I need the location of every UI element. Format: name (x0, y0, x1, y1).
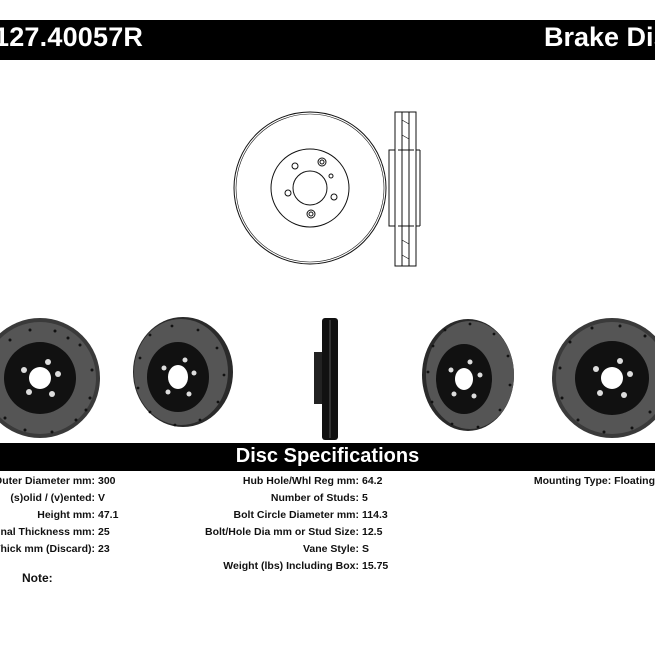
note-label: Note: (22, 571, 53, 585)
spec-row: Outer Diameter mm: 300 (0, 473, 655, 490)
spec-row: Weight (lbs) Including Box: 15.75 (0, 558, 655, 575)
spec-label: Height mm: (37, 509, 95, 521)
spec-label: Outer Diameter mm: (0, 475, 95, 487)
spec-label: Nominal Thickness mm: (0, 526, 95, 538)
spec-value: V (98, 492, 106, 504)
spec-label: Vane Style: (302, 543, 359, 555)
spec-row: (s)olid / (v)ented: V (0, 490, 655, 507)
technical-drawing-side-view (388, 111, 421, 267)
rotor-photo-1 (0, 318, 100, 438)
spec-label: (s)olid / (v)ented: (10, 492, 95, 504)
spec-value: 5 (362, 492, 368, 504)
spec-label: Mounting Type: Floating (533, 475, 655, 487)
spec-value: 15.75 (362, 560, 389, 572)
rotor-photo-4 (422, 319, 514, 431)
spec-row: Hub Hole/Whl Reg mm: 64.2 (0, 473, 655, 490)
spec-value: S (362, 543, 370, 555)
spec-row: Nominal Thickness mm: 25 (0, 524, 655, 541)
spec-value: 300 (98, 475, 116, 487)
rotor-photo-2 (133, 317, 233, 427)
spec-row: Mounting Type: Floating (0, 473, 655, 490)
spec-row: Vane Style: S (0, 541, 655, 558)
spec-row: Bolt/Hole Dia mm or Stud Size: 12.5 (0, 524, 655, 541)
spec-label: Hub Hole/Whl Reg mm: (242, 475, 359, 487)
spec-label: Bolt/Hole Dia mm or Stud Size: (204, 526, 359, 538)
spec-value: 12.5 (362, 526, 383, 538)
spec-value: 25 (98, 526, 110, 538)
rotor-photo-5 (552, 318, 655, 438)
disc-specifications-bar: Disc Specifications (0, 443, 655, 471)
spec-value: 64.2 (362, 475, 383, 487)
spec-value: 47.1 (98, 509, 119, 521)
spec-label: Bolt Circle Diameter mm: (233, 509, 359, 521)
spec-label: Weight (lbs) Including Box: (223, 560, 359, 572)
page-title: Brake Disc (544, 22, 655, 52)
technical-drawing-front-view (233, 111, 387, 265)
spec-label: Number of Studs: (270, 492, 359, 504)
disc-specifications-heading: Disc Specifications (235, 445, 420, 467)
spec-row: Bolt Circle Diameter mm: 114.3 (0, 507, 655, 524)
spec-row: Number of Studs: 5 (0, 490, 655, 507)
spec-value: 114.3 (362, 509, 388, 521)
part-number: 127.40057R (0, 22, 144, 52)
spec-row: Height mm: 47.1 (0, 507, 655, 524)
spec-row: Min Thick mm (Discard): 23 (0, 541, 655, 558)
header-bar: 127.40057R Brake Disc (0, 20, 655, 60)
rotor-photo-3-side (314, 318, 338, 440)
spec-value: 23 (98, 543, 110, 555)
spec-label: Min Thick mm (Discard): (0, 543, 95, 555)
